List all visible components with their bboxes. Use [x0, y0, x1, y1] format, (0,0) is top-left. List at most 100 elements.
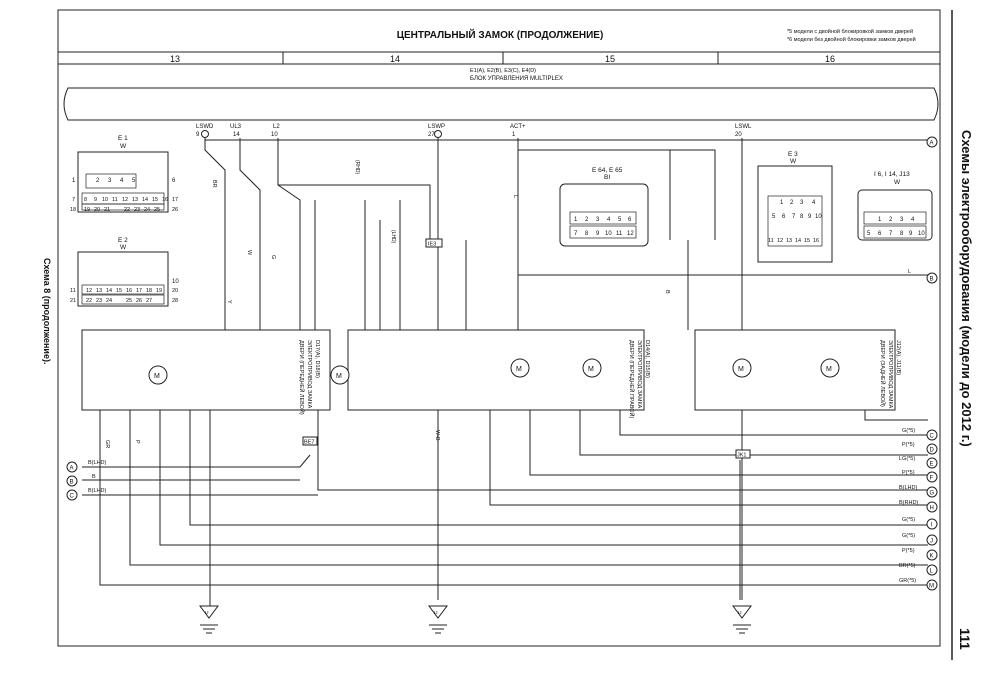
svg-text:2: 2	[889, 217, 893, 223]
svg-text:M: M	[738, 366, 744, 373]
svg-text:L: L	[930, 569, 934, 575]
svg-text:12: 12	[777, 238, 783, 244]
svg-text:P(*5): P(*5)	[902, 548, 915, 554]
svg-text:C: C	[930, 434, 935, 440]
svg-text:25: 25	[154, 207, 160, 213]
svg-text:2: 2	[96, 178, 100, 184]
terminal-h	[926, 501, 938, 513]
svg-text:19: 19	[84, 207, 90, 213]
svg-text:19: 19	[156, 288, 162, 294]
svg-text:23: 23	[96, 298, 102, 304]
connector-e64-e65: E 64, E 65 BI 1 2 3 4 5 6 7 8 9 10 11 12	[559, 167, 649, 247]
door-actuator-rear-left	[694, 329, 896, 411]
terminal-j	[926, 534, 938, 546]
svg-text:M: M	[516, 366, 522, 373]
svg-text:8: 8	[800, 214, 804, 220]
svg-text:BR(*5): BR(*5)	[899, 563, 916, 569]
svg-text:14: 14	[106, 288, 112, 294]
terminals-right: A B L C G(*5) D P(*5) E LG(*5) F P(*5) G…	[899, 136, 938, 591]
svg-text:P(*5): P(*5)	[902, 442, 915, 448]
terminal-left-c	[66, 489, 78, 501]
svg-text:W: W	[246, 250, 252, 256]
device-1-name: ДВЕРИ (ПЕРЕДНЕЙ ЛЕВОЙ)	[298, 340, 306, 415]
svg-text:Y: Y	[226, 300, 232, 304]
svg-text:13: 13	[96, 288, 102, 294]
diagram-title: ЦЕНТРАЛЬНЫЙ ЗАМОК (ПРОДОЛЖЕНИЕ)	[397, 28, 604, 41]
svg-text:BR: BR	[211, 180, 217, 188]
terminal-g	[926, 486, 938, 498]
note-5: *5 модели с двойной блокировкой замков д…	[787, 28, 913, 35]
svg-text:9: 9	[808, 214, 812, 220]
svg-text:1: 1	[574, 217, 578, 223]
door-actuator-front-left	[81, 329, 331, 411]
svg-text:11: 11	[768, 238, 774, 244]
svg-text:10: 10	[271, 132, 278, 138]
svg-text:B(LHD): B(LHD)	[899, 485, 918, 491]
svg-text:4: 4	[120, 178, 124, 184]
svg-text:10: 10	[815, 214, 822, 220]
svg-text:IE3: IE3	[428, 242, 436, 248]
svg-text:1: 1	[72, 178, 76, 184]
pin-act-label: ACT+	[510, 124, 526, 130]
svg-text:G: G	[270, 255, 276, 259]
svg-text:6: 6	[782, 214, 786, 220]
svg-text:GR: GR	[104, 440, 110, 448]
svg-text:1: 1	[780, 200, 784, 206]
svg-text:14: 14	[233, 132, 240, 138]
note-6: *6 модели без двойной блокировки замков …	[787, 36, 916, 43]
svg-text:B: B	[92, 474, 96, 480]
svg-text:C: C	[70, 494, 75, 500]
svg-text:7: 7	[889, 231, 893, 237]
multiplex-pin-stubs: 9 14 10 27 1 20	[196, 130, 742, 138]
svg-text:L: L	[512, 195, 518, 198]
svg-text:20: 20	[94, 207, 100, 213]
device-3-name: ДВЕРИ (ЗАДНЕЙ ЛЕВОЙ)	[879, 340, 887, 407]
svg-text:7: 7	[792, 214, 796, 220]
svg-text:10: 10	[918, 231, 925, 237]
connector-e3-color: W	[790, 158, 797, 165]
svg-text:20: 20	[172, 288, 178, 294]
svg-text:3: 3	[800, 200, 804, 206]
device-labels: D17(A), D18(B) ЭЛЕКТРОПРИВОД ЗАМКА ДВЕРИ…	[298, 340, 901, 418]
svg-text:18: 18	[146, 288, 152, 294]
svg-text:G(*5): G(*5)	[902, 517, 915, 523]
svg-text:5: 5	[867, 231, 871, 237]
column-15: 15	[605, 54, 615, 64]
svg-text:4: 4	[911, 217, 915, 223]
svg-text:7: 7	[72, 197, 75, 203]
svg-text:7: 7	[574, 231, 578, 237]
terminal-d	[926, 443, 938, 455]
ground-left	[199, 605, 219, 634]
svg-text:21: 21	[70, 298, 76, 304]
motor-icon	[582, 358, 602, 378]
svg-text:8: 8	[84, 197, 87, 203]
multiplex-unit	[63, 87, 939, 121]
device-1-title: ЭЛЕКТРОПРИВОД ЗАМКА	[306, 340, 312, 409]
terminal-left-b	[66, 475, 78, 487]
svg-text:IJ: IJ	[434, 610, 438, 615]
svg-text:9: 9	[196, 132, 200, 138]
svg-text:8: 8	[900, 231, 904, 237]
terminal-i	[926, 518, 938, 530]
device-2-title: ЭЛЕКТРОПРИВОД ЗАМКА	[636, 340, 642, 409]
connector-i6: I 6, I 14, J13 W 1 2 3 4 5 6 7 8 9 10	[857, 171, 933, 241]
svg-text:17: 17	[172, 197, 178, 203]
svg-text:12: 12	[627, 231, 634, 237]
svg-text:14: 14	[142, 197, 148, 203]
terminals-left: A B(LHD) B B C B(LHD)	[66, 460, 107, 501]
svg-text:IJ: IJ	[738, 610, 742, 615]
multiplex-ref: E1(A), E2(B), E3(C), E4(D)	[470, 68, 536, 74]
svg-text:I: I	[931, 523, 933, 529]
svg-text:B: B	[70, 480, 74, 486]
svg-text:10: 10	[605, 231, 612, 237]
svg-text:JK1: JK1	[737, 453, 746, 459]
svg-text:26: 26	[172, 207, 178, 213]
pin-ul3-label: UL3	[230, 124, 242, 130]
svg-text:B(RHD): B(RHD)	[899, 500, 918, 506]
svg-text:M: M	[588, 366, 594, 373]
svg-text:K: K	[930, 554, 934, 560]
svg-text:B(LHD): B(LHD)	[88, 488, 107, 494]
svg-text:6: 6	[878, 231, 882, 237]
terminal-m	[926, 579, 938, 591]
svg-text:8: 8	[585, 231, 589, 237]
